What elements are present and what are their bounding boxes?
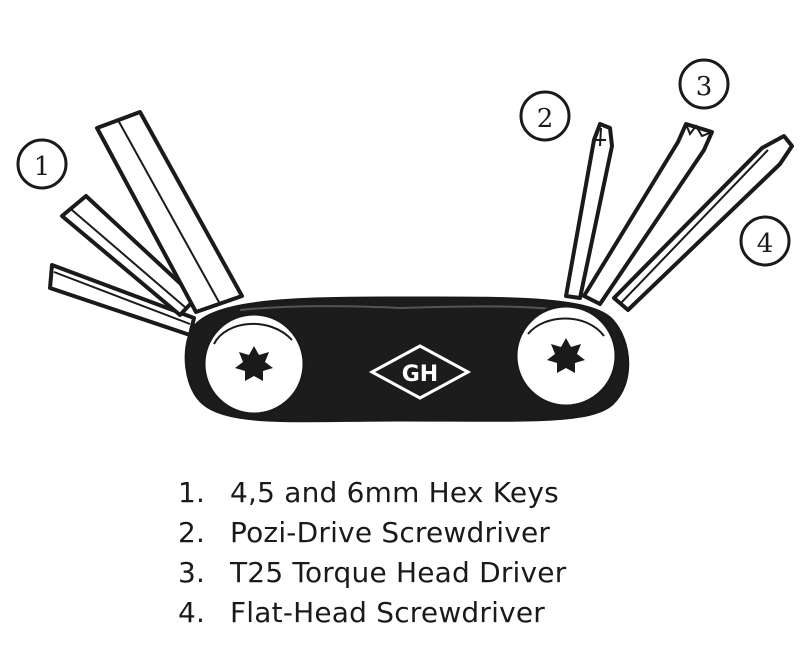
multitool-illustration: GH 1 2 3 4 (16, 58, 794, 423)
hex-key-large (95, 110, 244, 314)
logo-text: GH (402, 362, 438, 387)
legend-label: T25 Torque Head Driver (230, 556, 567, 589)
legend-number: 2. (178, 516, 206, 549)
hex-key-medium (60, 194, 198, 317)
legend-label: 4,5 and 6mm Hex Keys (230, 476, 559, 509)
torx-star-icon (547, 338, 585, 373)
legend-number: 3. (178, 556, 206, 589)
legend-item: 4. Flat-Head Screwdriver (178, 596, 738, 636)
callout-3: 3 (678, 58, 730, 110)
legend-label: Flat-Head Screwdriver (230, 596, 546, 629)
legend-number: 1. (178, 476, 206, 509)
callout-number: 4 (757, 229, 774, 259)
legend-number: 4. (178, 596, 206, 629)
callout-number: 2 (537, 104, 554, 134)
legend-item: 1. 4,5 and 6mm Hex Keys (178, 476, 738, 516)
legend-label: Pozi-Drive Screwdriver (230, 516, 551, 549)
callout-number: 1 (34, 152, 51, 182)
callout-1: 1 (16, 138, 68, 190)
left-bolt (202, 312, 306, 416)
callout-2: 2 (519, 90, 571, 142)
torque-head-driver (582, 122, 714, 306)
flat-head-screwdriver (612, 134, 794, 312)
legend-item: 3. T25 Torque Head Driver (178, 556, 738, 596)
torx-star-icon (235, 346, 273, 381)
legend-item: 2. Pozi-Drive Screwdriver (178, 516, 738, 556)
pozi-drive-screwdriver (564, 122, 614, 300)
right-bolt (514, 304, 618, 408)
legend-list: 1. 4,5 and 6mm Hex Keys 2. Pozi-Drive Sc… (178, 476, 738, 636)
callout-number: 3 (696, 72, 713, 102)
callout-4: 4 (739, 215, 791, 267)
gh-logo: GH (368, 344, 472, 400)
